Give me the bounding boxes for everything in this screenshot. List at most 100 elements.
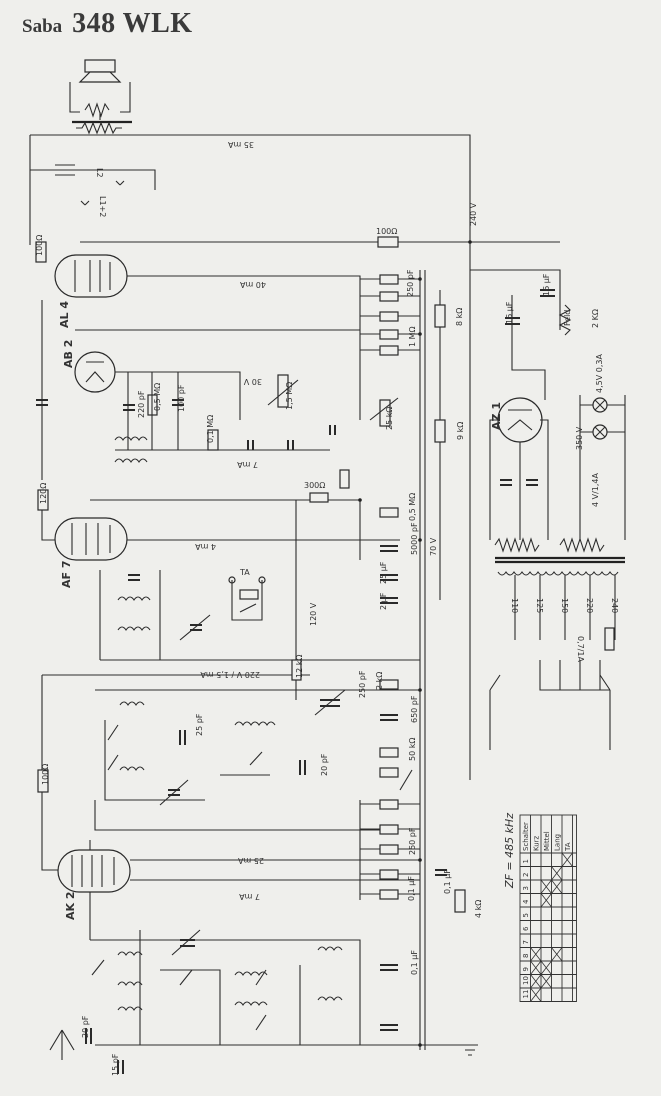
switch-table-mark [530,987,542,1002]
switch-table-column-number: 9 [522,967,530,971]
capacitor-20pf-ant: 20 pF [81,1015,92,1044]
loudspeaker-icon [69,59,131,120]
mains-switch[interactable] [489,674,611,750]
svg-text:L2: L2 [95,168,104,178]
resistor-01m: 0,1 MΩ [206,415,219,451]
switch-table-mark [530,947,542,962]
resistor-100-lower: 100Ω [37,764,50,793]
capacitor-10nf-b [526,479,538,486]
svg-text:L1+2: L1+2 [98,196,107,217]
svg-text:16 µF: 16 µF [542,273,551,296]
al4-screen-current-label: 35 mA [227,140,254,149]
capacitor-220pf: 220 pF [123,390,146,418]
svg-text:0,5 MΩ: 0,5 MΩ [153,383,162,411]
capacitor-5000pf: 5000 pF [380,522,419,555]
switch-table-mark [540,879,552,894]
mains-transformer [494,537,625,576]
v30-label: 30 V [243,377,262,386]
tone-control: 25 kΩ [369,397,399,430]
capacitor-15pf-ant: 15 pF [111,1053,124,1076]
svg-text:15 pF: 15 pF [111,1053,120,1076]
svg-text:16 µF: 16 µF [505,301,514,324]
switch-table-mark [530,974,542,989]
svg-text:0,1 µF: 0,1 µF [407,876,416,901]
if-transformer-1 [99,570,420,661]
switch-6[interactable] [107,754,119,771]
switch-table-row-label: Kurz [533,835,541,851]
switch-1[interactable] [255,1014,267,1031]
svg-text:220 pF: 220 pF [137,390,146,418]
resistor-stack-lower: 250 pF 0,1 µF [360,799,420,901]
switch-4[interactable] [255,969,267,986]
tube-az1: AZ 1 [490,397,543,443]
svg-text:AF 7: AF 7 [60,560,73,588]
tube-af7: AF 7 [54,517,128,588]
resistor-50k: 50 kΩ [379,738,417,761]
svg-text:Feld: Feld [563,310,572,326]
switch-table-mark [530,960,542,975]
switch-2[interactable] [91,959,105,976]
switch-table-row-label: TA [564,842,572,852]
switch-table-mark [540,960,552,975]
svg-text:50 kΩ: 50 kΩ [408,738,417,761]
svg-text:300Ω: 300Ω [304,481,325,490]
coil-set-osc [119,701,276,771]
tube-ak2: AK 2 [57,849,131,920]
svg-text:25 kΩ: 25 kΩ [385,407,394,430]
svg-text:650 pF: 650 pF [410,695,419,723]
svg-text:AZ 1: AZ 1 [490,402,503,430]
output-transformer [72,120,132,135]
switch-table-column-number: 5 [522,913,530,917]
resistor-20k [379,767,399,778]
svg-text:0,1 MΩ: 0,1 MΩ [206,415,215,443]
switch-3[interactable] [179,969,193,986]
switch-osc-8[interactable] [399,769,413,791]
svg-text:250 pF: 250 pF [408,827,417,855]
svg-text:250 pF: 250 pF [358,670,367,698]
switch-5[interactable] [107,724,119,741]
title-brand: Saba [22,16,63,37]
svg-text:9 kΩ: 9 kΩ [456,422,465,440]
pilot-lamp-1 [592,397,608,413]
al4-current-label: 40 mA [239,280,266,289]
svg-text:100Ω: 100Ω [41,764,50,785]
heater-label: 4 V/1,4A [591,472,600,507]
ak2-osc-label: 7 mA [239,892,260,901]
svg-text:1,5 MΩ: 1,5 MΩ [285,382,294,410]
v70-label: 70 V [429,537,438,556]
ab2-current-label: 7 mA [237,460,258,469]
resistor-4k: 4 kΩ [454,889,483,918]
antenna-icon [49,1029,75,1060]
resistor-120: 120Ω [37,483,49,511]
pilot-lamp-2 [592,424,608,440]
capacitor-20pf-osc: 20 pF [299,753,329,776]
svg-text:150: 150 [560,598,569,613]
svg-text:220: 220 [585,598,594,613]
switch-table-column-number: 4 [522,899,530,904]
switch-table-column-number: 10 [522,976,530,985]
ta-switch[interactable]: TA [228,568,266,621]
b-plus-label: 240 V [469,202,478,226]
svg-text:4 kΩ: 4 kΩ [474,900,483,918]
svg-text:TA: TA [239,568,250,577]
page-title: Saba 348 WLK [22,8,193,40]
capacitor-10nf-a [500,479,512,486]
switch-table-column-number: 6 [522,926,530,931]
resistor-100-top: 100Ω [376,227,399,248]
switch-table-row-label: Lang [554,834,562,851]
svg-text:0,1 µF: 0,1 µF [443,869,452,894]
af7-current-label: 4 mA [195,542,216,551]
svg-text:2 KΩ: 2 KΩ [591,309,600,328]
svg-text:2 µF: 2 µF [379,592,388,610]
switch-table-column-number: 8 [522,954,530,958]
capacitor-25pf-af7 [128,574,140,581]
volume-potentiometer: 1,5 MΩ [267,374,299,410]
switch-table-mark [551,947,563,962]
switch-table-column-number: 11 [522,990,530,999]
switch-table-column-number: 1 [522,859,530,863]
switch-table-column-number: 7 [522,940,530,944]
svg-text:AB 2: AB 2 [62,340,75,368]
switch-table-header: Schalter [522,822,530,851]
